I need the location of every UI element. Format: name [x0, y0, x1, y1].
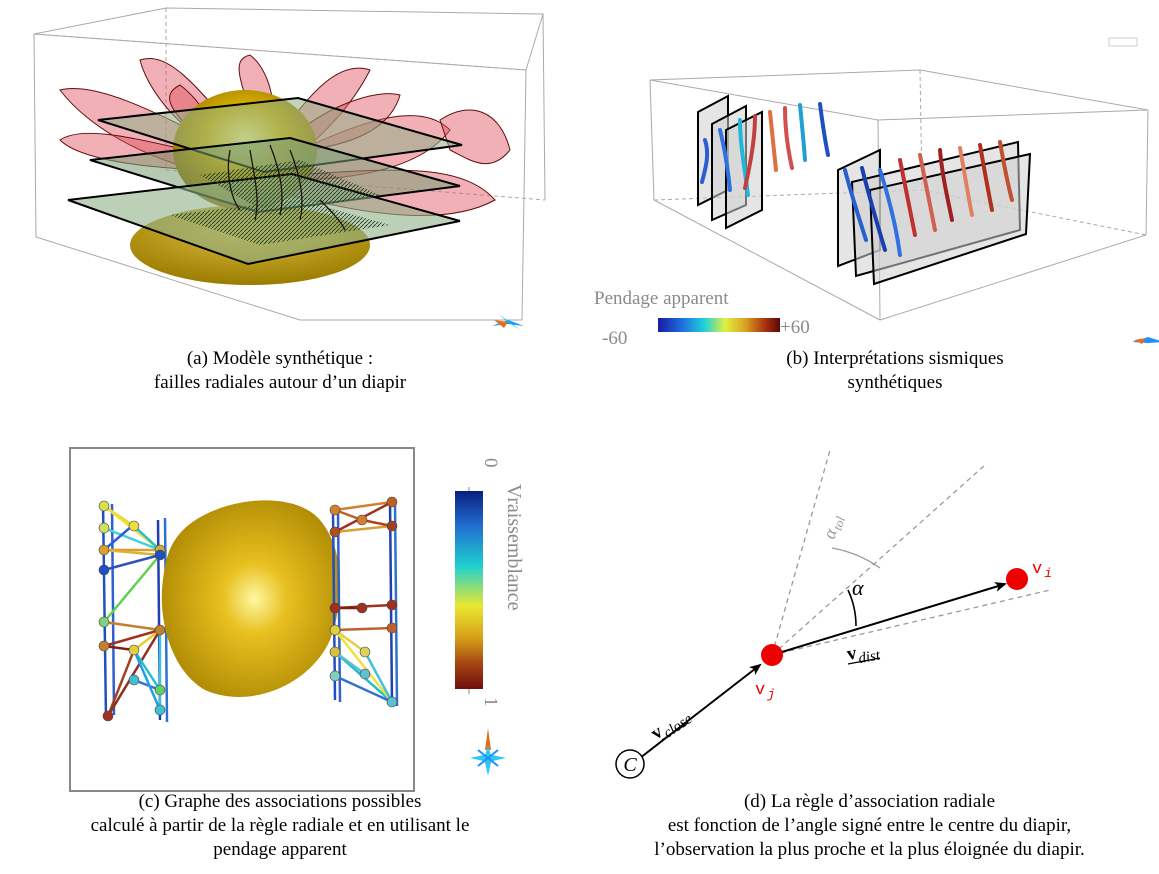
pendage-legend-title: Pendage apparent — [594, 288, 729, 309]
caption-a-line2: failles radiales autour d’un diapir — [153, 372, 407, 393]
horizons — [67, 96, 463, 266]
alpha-tol-arc — [831, 547, 881, 569]
left-nodes — [98, 500, 166, 722]
tolerance-lines — [771, 449, 1051, 656]
panel-c-figure: 0 1 Vraissemblance — [0, 440, 580, 800]
caption-c: (c) Graphe des associations possibles ca… — [0, 790, 560, 862]
compass-icon — [470, 728, 506, 776]
diapir-center-label: C — [623, 754, 637, 776]
caption-c-line2: calculé à partir de la règle radiale et … — [90, 815, 470, 836]
vraissemblance-colorbar — [455, 491, 483, 689]
label-vdist: vdist — [845, 639, 882, 669]
colorbar-bottom-label: 1 — [480, 697, 501, 707]
seismic-sections-right — [837, 140, 1032, 286]
seismic-interpretations-3d: Pendage apparent -60 +60 — [594, 37, 1159, 349]
colorbar-title: Vraissemblance — [503, 484, 525, 611]
colorbar-top-label: 0 — [480, 458, 501, 468]
label-vclose: vclose — [647, 703, 696, 747]
caption-d-line2: est fonction de l’angle signé entre le c… — [667, 815, 1072, 836]
compass-icon — [492, 314, 524, 330]
point-vi — [1006, 568, 1028, 590]
pendage-legend-max: +60 — [780, 317, 810, 338]
bounding-box — [33, 7, 546, 321]
diapir-center-circle — [615, 749, 645, 779]
fault-traces — [227, 144, 346, 231]
right-nodes — [329, 496, 398, 708]
vector-dist — [771, 582, 1007, 656]
underline-vdist — [847, 657, 881, 665]
caption-a-line1: (a) Modèle synthétique : — [186, 348, 374, 369]
association-graph: 0 1 Vraissemblance — [69, 447, 525, 792]
point-vj — [761, 644, 783, 666]
left-edges — [103, 504, 162, 717]
panel-b-figure: Pendage apparent -60 +60 — [580, 20, 1159, 360]
compass-icon — [1132, 334, 1159, 346]
caption-d-line3: l’observation la plus proche et la plus … — [654, 839, 1085, 860]
pendage-legend-min: -60 — [602, 328, 627, 349]
synthetic-model-3d — [33, 7, 546, 330]
salt-dome — [161, 500, 341, 697]
caption-b: (b) Interprétations sismiques synthétiqu… — [730, 347, 1060, 395]
pendage-colorbar — [658, 318, 780, 332]
panel-a-figure — [0, 0, 560, 345]
alpha-arc — [847, 589, 857, 627]
caption-d-line1: (d) La règle d’association radiale — [743, 791, 996, 812]
underline-vclose — [661, 722, 689, 741]
fault-sticks — [700, 102, 1014, 257]
vector-close — [639, 663, 762, 759]
marker-box — [1108, 37, 1138, 47]
caption-d: (d) La règle d’association radiale est f… — [580, 790, 1159, 862]
caption-a: (a) Modèle synthétique : failles radiale… — [60, 347, 500, 395]
caption-b-line2: synthétiques — [847, 372, 943, 393]
caption-c-line3: pendage apparent — [213, 839, 347, 860]
label-alpha: α — [852, 575, 864, 600]
label-alpha-tol: αtol — [819, 512, 848, 542]
caption-b-line1: (b) Interprétations sismiques — [786, 348, 1004, 369]
caption-c-line1: (c) Graphe des associations possibles — [138, 791, 422, 812]
